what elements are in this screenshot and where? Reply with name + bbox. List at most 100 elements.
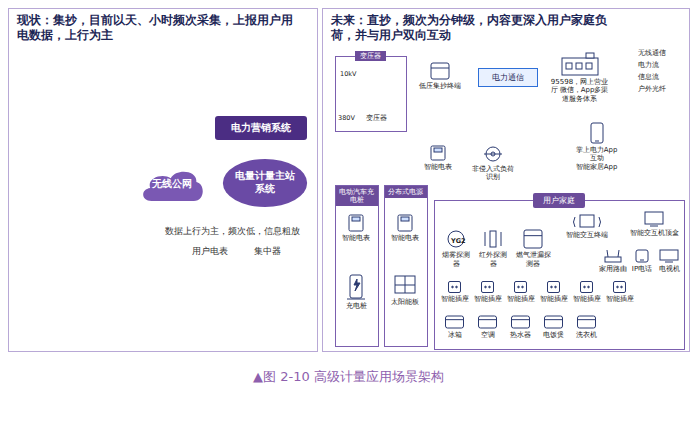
node-label: 空调 (472, 331, 503, 340)
device-node: 燃气泄漏探测器 (513, 229, 553, 269)
cooker-icon (538, 315, 569, 329)
device-node: 非侵入式负荷识别 (470, 145, 516, 183)
device-node: 智能插座 (604, 281, 635, 304)
tv-icon (627, 211, 681, 227)
node-label: 智能家居App (565, 163, 629, 172)
node-label: 掌上电力App (565, 146, 629, 155)
device-node: 智能交互机顶盒 (627, 211, 681, 238)
term-icon (559, 211, 615, 229)
solar-icon (386, 274, 424, 296)
fridge-icon (439, 315, 470, 329)
device-node: 空调 (472, 315, 503, 340)
heater-icon (505, 315, 536, 329)
system-box: 电力营销系统 (215, 116, 307, 140)
node-label: 用户家庭 (533, 193, 585, 208)
device-node: 智能插座 (439, 281, 470, 304)
node-label: 燃气泄漏探测器 (513, 251, 553, 269)
node-label: 变压器 (355, 51, 386, 61)
tag-label: YG2 (451, 237, 466, 245)
device-node: 电饭煲 (538, 315, 569, 340)
dev-icon (513, 229, 553, 249)
meter-icon (418, 145, 458, 161)
device-node: 冰箱 (439, 315, 470, 340)
washer-icon (571, 315, 602, 329)
dev-icon (414, 62, 466, 80)
device-node: 烟雾探测器 (439, 229, 473, 269)
panel-heading: 现状：集抄，目前以天、小时频次采集，上报用户用电数据，上行为主 (9, 9, 310, 47)
node-label: 太阳能板 (386, 298, 424, 307)
socket-icon (472, 281, 503, 293)
node-label: 95598，网上营业厅 微信，App多渠道服务体系 (550, 78, 610, 104)
router-icon (599, 249, 627, 263)
ac-icon (472, 315, 503, 329)
home-area: 用户家庭智能交互终端烟雾探测器红外探测器燃气泄漏探测器智能交互机顶盒家用路由IP… (434, 200, 685, 350)
node-label: 智能插座 (604, 295, 635, 304)
socket-icon (439, 281, 470, 293)
node-label: 电力营销系统 (219, 121, 303, 135)
device-node: 智能插座 (505, 281, 536, 304)
socket-icon (571, 281, 602, 293)
legend-text: 信息流 (638, 72, 659, 82)
node-label: 智能插座 (472, 295, 503, 304)
legend-text: 用户电表 (192, 246, 228, 258)
device-node: 家用路由 (599, 249, 627, 274)
scene-panel: 现状：集抄，目前以天、小时频次采集，上报用户用电数据，上行为主电力营销系统电量计… (8, 8, 318, 352)
legend-text: 无线通信 (638, 48, 666, 58)
node-label: 电视机 (656, 265, 682, 274)
node-label: 家用路由 (599, 265, 627, 274)
node-label: 非侵入式负荷识别 (470, 165, 516, 183)
node-label: 充电桩 (337, 302, 375, 311)
node-label: 智能交互机顶盒 (627, 229, 681, 238)
tag-label: 变压器 (366, 114, 387, 123)
meter-icon (386, 214, 424, 232)
meter-icon (337, 214, 375, 232)
node-label: 电量计量主站系统 (232, 170, 298, 196)
note-text: 数据上行为主，频次低，信息粗放 (165, 226, 315, 238)
node-label: 电饭煲 (538, 331, 569, 340)
device-node: 智能交互终端 (559, 211, 615, 240)
device-node: 充电桩 (337, 274, 375, 311)
node-label: 智能电表 (337, 234, 375, 243)
device-node: 智能电表 (418, 145, 458, 172)
device-node: 低压集抄终端 (414, 62, 466, 91)
tag-label: 10kV (340, 70, 356, 78)
device-node: 掌上电力App互动智能家居App (565, 122, 629, 172)
figure-caption: ▲图 2-10 高级计量应用场景架构 (0, 368, 697, 386)
network-cloud: 无线公网 (140, 166, 204, 204)
legend-text: 集中器 (254, 246, 281, 258)
device-node: 95598，网上营业厅 微信，App多渠道服务体系 (550, 52, 610, 104)
node-label: 电动汽车充电桩 (336, 186, 378, 207)
device-node: 智能电表 (386, 214, 424, 243)
node-label: 智能插座 (505, 295, 536, 304)
node-label: 智能插座 (439, 295, 470, 304)
bld-icon (550, 52, 610, 76)
node-label: 洗衣机 (571, 331, 602, 340)
device-node: 洗衣机 (571, 315, 602, 340)
tv-icon (656, 249, 682, 263)
device-node: 太阳能板 (386, 274, 424, 307)
device-node: 智能插座 (472, 281, 503, 304)
node-label: 智能交互终端 (559, 231, 615, 240)
device-node: 热水器 (505, 315, 536, 340)
node-label: 烟雾探测器 (439, 251, 473, 269)
ring-icon (470, 145, 516, 163)
device-node: IP电话 (629, 249, 655, 274)
group-band: 分布式电源智能电表太阳能板 (384, 185, 428, 347)
node-label: 热水器 (505, 331, 536, 340)
node-label: 红外探测器 (476, 251, 510, 269)
group-band: 电动汽车充电桩智能电表充电桩 (335, 185, 379, 347)
node-label: 智能电表 (386, 234, 424, 243)
charger-icon (337, 274, 375, 300)
node-label: 互动 (565, 154, 629, 163)
socket-icon (505, 281, 536, 293)
node-label: 分布式电源 (385, 186, 427, 198)
device-node: 电视机 (656, 249, 682, 274)
node-label: 智能插座 (538, 295, 569, 304)
tag-label: 380V (338, 114, 355, 122)
comm-box: 电力通信 (478, 68, 538, 87)
device-node: 智能插座 (538, 281, 569, 304)
device-node: 红外探测器 (476, 229, 510, 269)
device-node: 智能电表 (337, 214, 375, 243)
phone2-icon (629, 249, 655, 263)
node-label: IP电话 (629, 265, 655, 274)
